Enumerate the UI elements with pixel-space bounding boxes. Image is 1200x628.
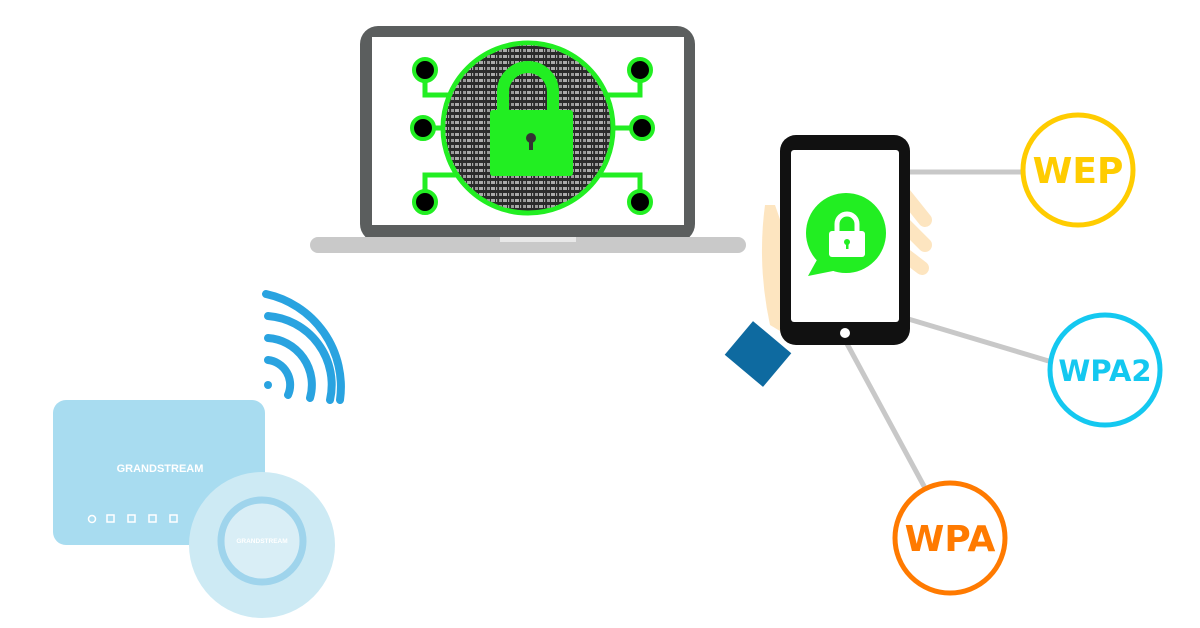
protocol-wpa: WPA <box>892 480 1008 596</box>
protocol-wpa2: WPA2 <box>1047 312 1163 428</box>
wep-label: WEP <box>1033 151 1124 192</box>
chat-lock-icon <box>806 193 886 276</box>
lock-icon <box>490 61 573 176</box>
access-point-brand: GRANDSTREAM <box>236 538 287 545</box>
hand-holding-phone <box>724 135 932 387</box>
wifi-signal-icon <box>262 290 345 404</box>
circuit-nodes <box>410 57 655 215</box>
router-port-icons <box>87 514 178 524</box>
router-brand: GRANDSTREAM <box>117 463 204 475</box>
home-button <box>840 328 850 338</box>
access-point: GRANDSTREAM <box>189 472 335 618</box>
wpa2-label: WPA2 <box>1058 354 1151 388</box>
laptop <box>310 26 746 253</box>
sleeve-cuff <box>724 321 792 387</box>
connection-lines <box>842 169 1053 490</box>
wpa-label: WPA <box>905 519 996 560</box>
protocol-wep: WEP <box>1020 112 1136 228</box>
